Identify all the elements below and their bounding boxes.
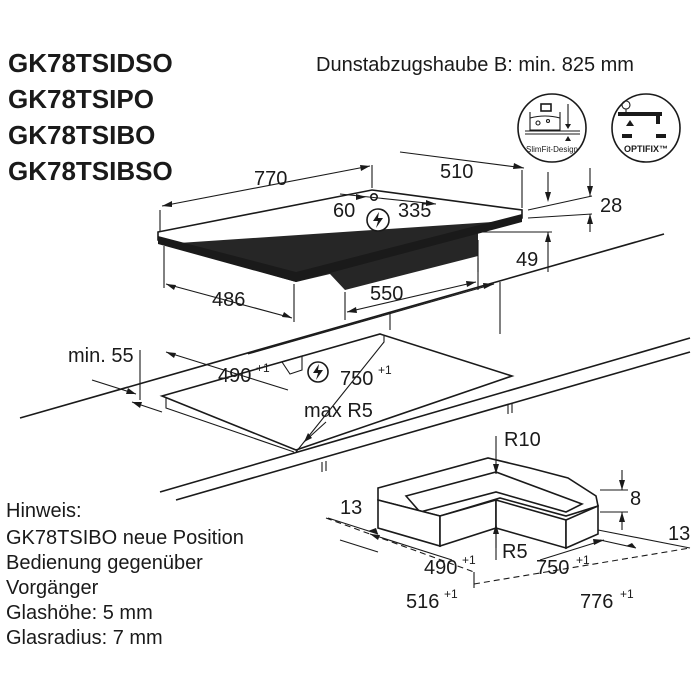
- dim-49: 49: [516, 249, 538, 271]
- note-line: Hinweis:: [6, 500, 82, 522]
- frame-drawing: R10 R5 13 13 8 490 +1 750 +1: [325, 429, 690, 613]
- tol-750: +1: [378, 363, 392, 377]
- dim-r10: R10: [504, 429, 541, 451]
- dim-r5: R5: [502, 541, 528, 563]
- dim-335: 335: [398, 200, 431, 222]
- model-name: GK78TSIBSO: [8, 156, 173, 186]
- tol-frame-490: +1: [462, 553, 476, 567]
- tol-490: +1: [256, 361, 270, 375]
- optifix-icon: OPTIFIX™: [611, 93, 681, 163]
- notes-block: Hinweis: GK78TSIBO neue Position Bedienu…: [6, 500, 244, 649]
- dim-550: 550: [370, 283, 403, 305]
- dim-510: 510: [440, 161, 473, 183]
- dim-490: 490: [218, 365, 251, 387]
- hob-drawing: 770 510 60 335 28 49 486: [157, 151, 622, 322]
- dim-max-r5: max R5: [304, 400, 373, 422]
- cutout-drawing: min. 55 490 +1 750 +1 max R5: [19, 233, 691, 501]
- tol-516: +1: [444, 587, 458, 601]
- note-line: Glashöhe: 5 mm: [6, 602, 153, 624]
- dim-min-55: min. 55: [68, 345, 134, 367]
- note-line: Glasradius: 7 mm: [6, 627, 163, 649]
- dim-776: 776: [580, 591, 613, 613]
- model-list: GK78TSIDSO GK78TSIPO GK78TSIBO GK78TSIBS…: [8, 48, 173, 186]
- model-name: GK78TSIBO: [8, 120, 155, 150]
- slimfit-label: SlimFit-Design: [526, 145, 578, 154]
- tol-776: +1: [620, 587, 634, 601]
- tol-frame-750: +1: [576, 553, 590, 567]
- dim-60: 60: [333, 200, 355, 222]
- note-line: Bedienung gegenüber: [6, 552, 203, 574]
- dim-28: 28: [600, 195, 622, 217]
- note-line: Vorgänger: [6, 577, 99, 599]
- dim-770: 770: [254, 168, 287, 190]
- dim-486: 486: [212, 289, 245, 311]
- dim-13-right: 13: [668, 523, 690, 545]
- model-name: GK78TSIPO: [8, 84, 154, 114]
- dim-8: 8: [630, 488, 641, 510]
- model-name: GK78TSIDSO: [8, 48, 173, 78]
- note-line: GK78TSIBO neue Position: [6, 527, 244, 549]
- slimfit-design-icon: SlimFit-Design: [517, 93, 587, 163]
- dim-frame-750: 750: [536, 557, 569, 579]
- hood-clearance-note: Dunstabzugshaube B: min. 825 mm: [316, 54, 634, 76]
- dim-13-left: 13: [340, 497, 362, 519]
- dim-516: 516: [406, 591, 439, 613]
- dim-750: 750: [340, 368, 373, 390]
- optifix-label: OPTIFIX™: [624, 144, 668, 154]
